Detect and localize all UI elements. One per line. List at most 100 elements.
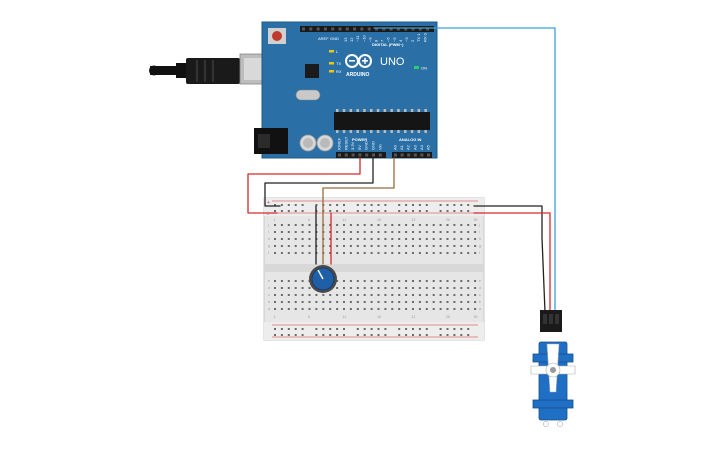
analog-pin-hole: [427, 153, 430, 157]
gnd-label: GND: [330, 36, 339, 41]
digital-pin-label: ~10: [361, 34, 366, 42]
digital-pin-label: 8: [374, 39, 379, 42]
analog-pin-hole: [400, 153, 404, 157]
svg-text:j: j: [267, 223, 269, 227]
power-pin-hole: [338, 153, 341, 157]
digital-pin-label: ~11: [355, 35, 360, 42]
power-pin-label: Vin: [377, 144, 382, 150]
pin-hole: [309, 27, 313, 31]
svg-text:i: i: [268, 230, 269, 234]
power-pin-hole: [358, 153, 362, 157]
servo-horn-icon: [530, 343, 576, 393]
svg-text:26: 26: [446, 218, 450, 222]
svg-text:a: a: [479, 307, 481, 311]
pin-hole: [323, 27, 327, 31]
board-brand: ARDUINO: [346, 72, 369, 78]
svg-text:g: g: [479, 244, 481, 248]
analog-pin-label: A3: [412, 144, 417, 150]
power-pin-hole: [378, 153, 382, 157]
atmega-chip: [334, 112, 430, 130]
svg-text:e: e: [268, 279, 270, 283]
rail-plus-label: +: [267, 200, 270, 206]
analog-header: [392, 152, 432, 158]
svg-text:c: c: [479, 293, 481, 297]
wire-servo-gnd[interactable]: [473, 205, 546, 313]
arduino-logo-icon: [345, 54, 372, 68]
digital-pin-label: ~5: [392, 37, 397, 42]
svg-text:16: 16: [377, 218, 381, 222]
svg-text:g: g: [268, 244, 270, 248]
digital-label: DIGITAL (PWM~): [372, 42, 404, 47]
svg-text:b: b: [268, 300, 270, 304]
aref-label: AREF: [318, 36, 329, 41]
digital-pin-label: 13: [343, 37, 348, 42]
pin-hole: [389, 27, 393, 31]
svg-text:21: 21: [412, 315, 416, 319]
digital-pin-label: TX 1: [416, 33, 421, 42]
svg-text:30: 30: [474, 315, 478, 319]
potentiometer[interactable]: [309, 265, 337, 293]
digital-pin-label: ~3: [404, 37, 409, 42]
svg-text:21: 21: [412, 218, 416, 222]
analog-in-label: ANALOG IN: [399, 137, 422, 142]
wires: [247, 27, 556, 313]
svg-text:30: 30: [474, 218, 478, 222]
rail-minus-label: -: [267, 212, 269, 218]
svg-text:f: f: [479, 251, 480, 255]
svg-text:26: 26: [446, 315, 450, 319]
pin-hole: [353, 27, 357, 31]
svg-text:1: 1: [274, 218, 276, 222]
pin-hole: [404, 27, 408, 31]
pin-hole: [426, 27, 430, 31]
l-led-label: L: [336, 49, 339, 54]
wire-5v[interactable]: [247, 157, 361, 214]
analog-pin-hole: [420, 153, 424, 157]
power-pin-hole: [344, 153, 348, 157]
svg-text:h: h: [268, 237, 270, 241]
power-pin-label: 5V: [357, 145, 362, 150]
analog-pin-label: A1: [399, 144, 404, 150]
wire-gnd[interactable]: [264, 157, 374, 207]
power-pin-hole: [372, 153, 375, 157]
pin-hole: [345, 27, 349, 31]
svg-text:f: f: [268, 251, 269, 255]
digital-pin-label: RX 0: [422, 32, 427, 42]
pin-hole: [396, 27, 400, 31]
power-pin-label: 3.3V: [350, 141, 355, 150]
power-pin-hole: [365, 153, 369, 157]
digital-pin-label: ~6: [386, 37, 391, 42]
svg-text:a: a: [268, 307, 270, 311]
on-led-label: ON: [421, 66, 427, 71]
analog-pin-label: A4: [419, 144, 424, 150]
svg-text:c: c: [268, 293, 270, 297]
pin-hole: [382, 27, 386, 31]
digital-pin-label: ~9: [367, 37, 372, 42]
wire-servo-signal[interactable]: [373, 27, 556, 313]
wire-a0[interactable]: [322, 157, 395, 265]
digital-pin-label: 12: [349, 37, 354, 42]
pin-hole: [375, 27, 378, 31]
digital-pin-label: 4: [398, 39, 403, 42]
wire-servo-power[interactable]: [473, 212, 551, 313]
svg-text:j: j: [478, 223, 480, 227]
svg-text:h: h: [479, 237, 481, 241]
pin-hole: [360, 27, 364, 31]
svg-text:6: 6: [308, 315, 310, 319]
analog-pin-hole: [394, 153, 397, 157]
power-pin-label: GND: [371, 141, 376, 150]
power-label: POWER: [352, 137, 367, 142]
tx-led-label: TX: [336, 61, 341, 66]
digital-pin-label: 7: [380, 39, 385, 42]
pin-hole: [316, 27, 320, 31]
power-pin-label: IOREF: [337, 137, 342, 150]
svg-text:11: 11: [343, 218, 347, 222]
power-pin-hole: [351, 153, 355, 157]
svg-text:6: 6: [308, 218, 310, 222]
servo-motor[interactable]: [530, 310, 576, 427]
analog-pin-hole: [407, 153, 411, 157]
svg-text:1: 1: [274, 315, 276, 319]
